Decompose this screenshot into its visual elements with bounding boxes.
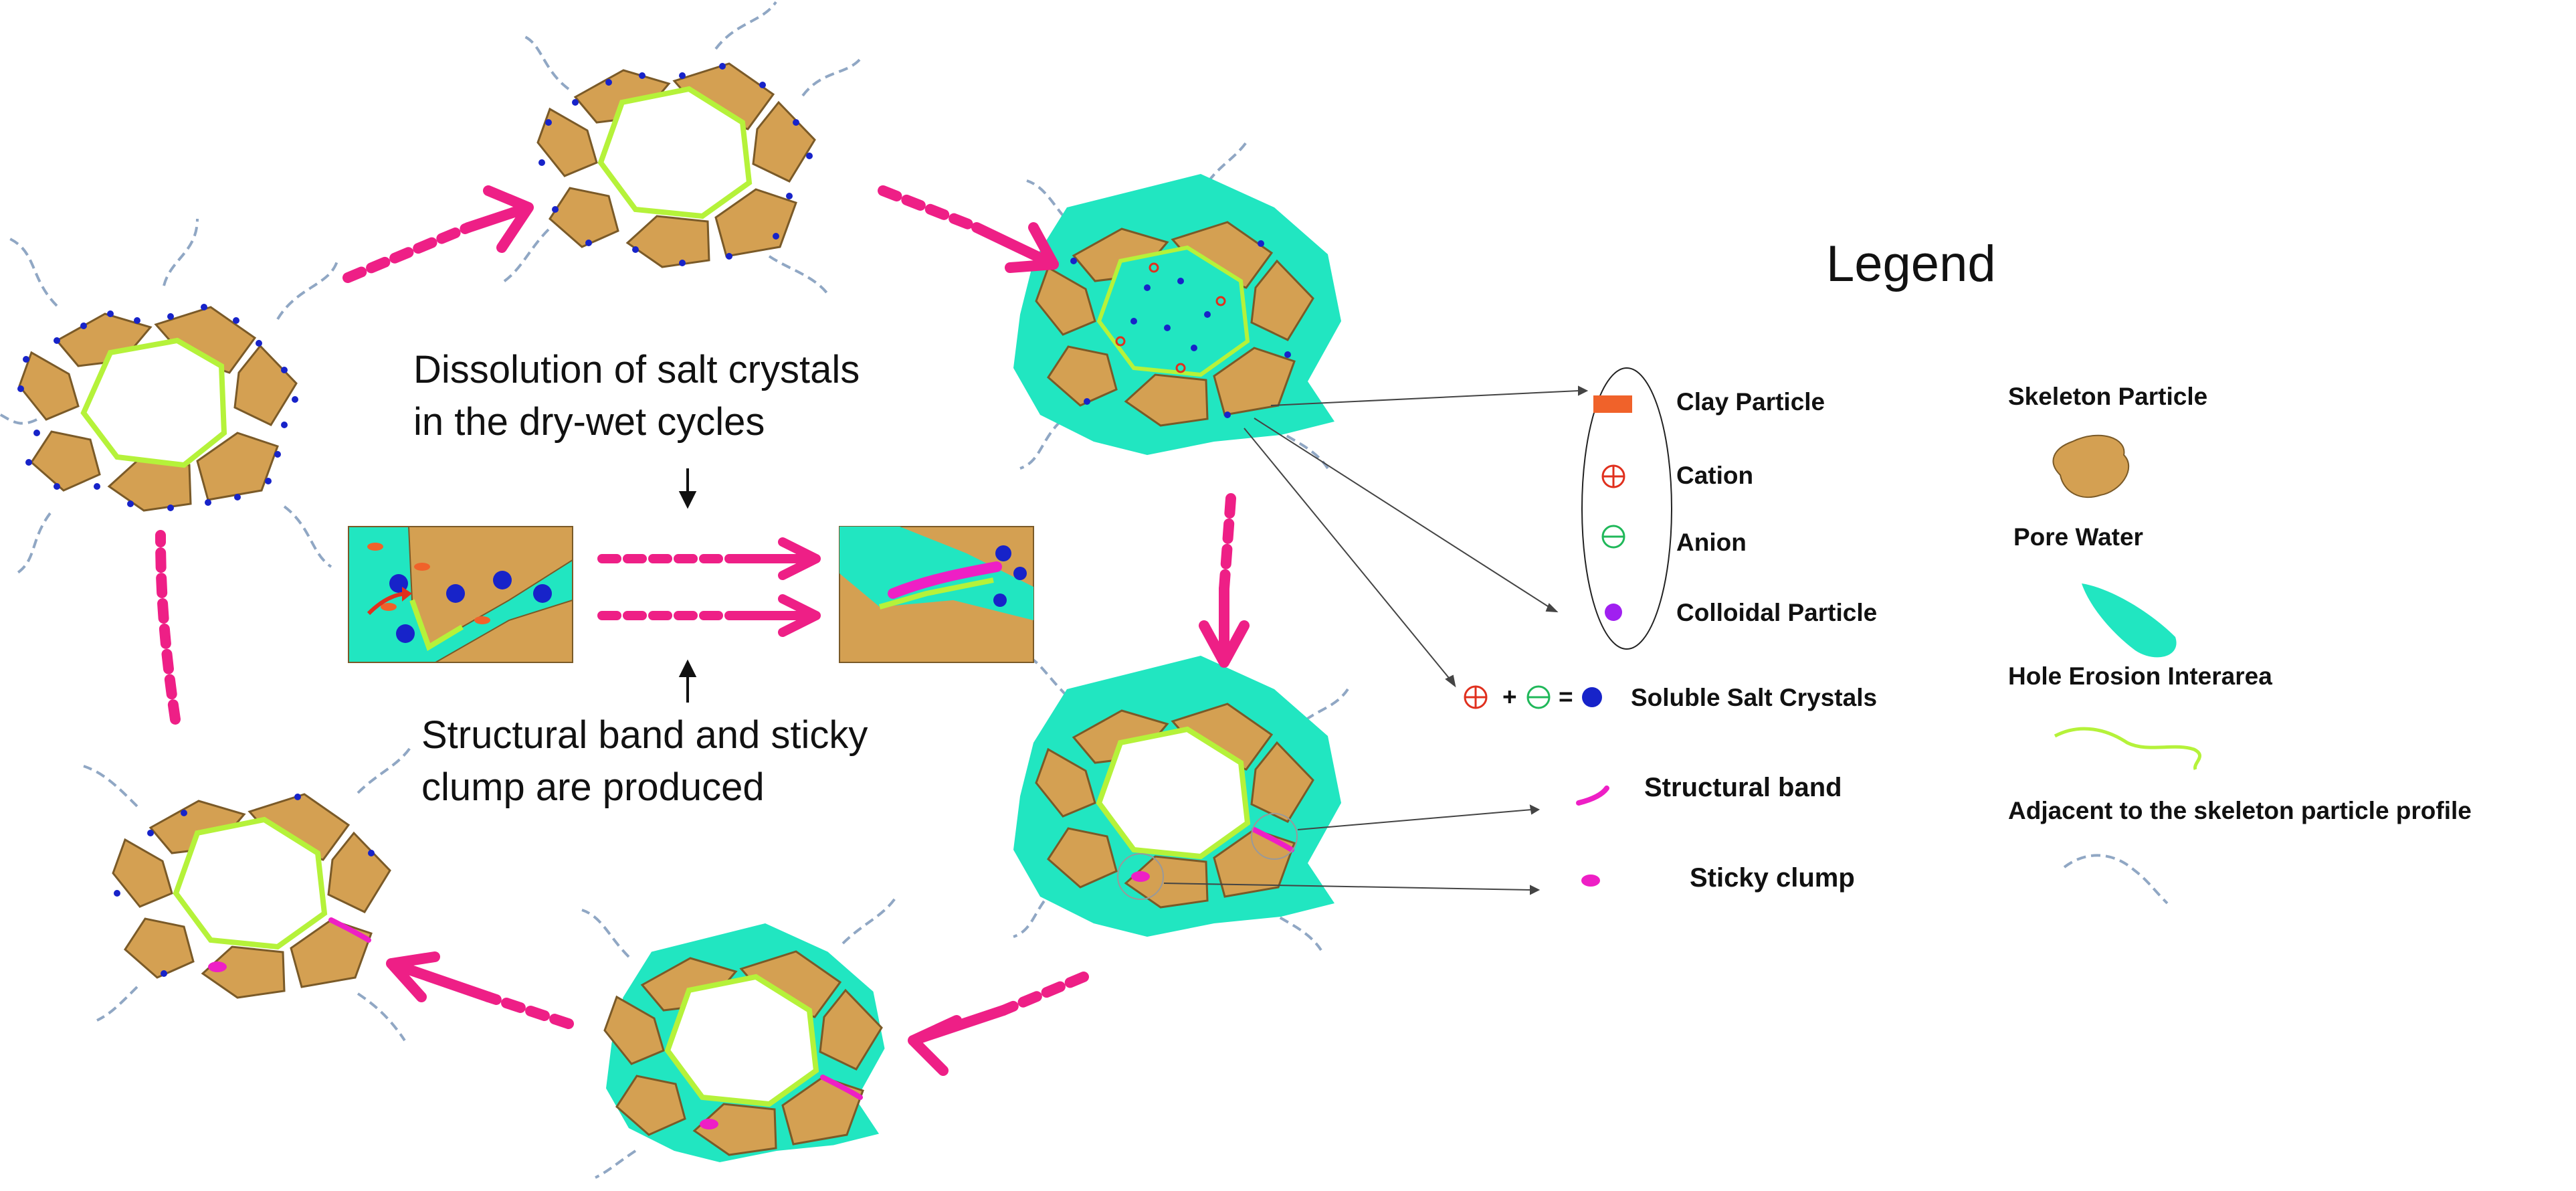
legend-soluble-salt-crystals: Soluble Salt Crystals <box>1631 684 1877 711</box>
cluster-6-cycled <box>83 745 413 1042</box>
arrow-4-to-5 <box>908 972 1089 1076</box>
cluster-5-cracks <box>581 895 898 1179</box>
arrow-5-to-6 <box>386 951 574 1029</box>
cluster-1-pore <box>80 337 227 468</box>
arrow-2-to-3 <box>878 185 1059 273</box>
legend-skeleton-particle: Skeleton Particle <box>2008 383 2207 410</box>
arrow-6-to-1 <box>155 530 181 725</box>
structural-caption-line1: Structural band and sticky <box>421 713 868 757</box>
inset-transition-arrows <box>597 537 821 637</box>
cluster-5-pore <box>664 974 819 1107</box>
anion-icon <box>1601 525 1625 549</box>
arrow-3-to-4 <box>1199 493 1250 668</box>
cluster-1-cracks <box>0 218 339 575</box>
cluster-4-clump-callout-circle <box>1117 853 1164 900</box>
cluster-2-salt-crystals <box>538 63 813 266</box>
skeleton-particle-icon <box>2052 434 2130 498</box>
arrow-1-to-2 <box>342 185 534 283</box>
legend-title: Legend <box>1826 236 1996 292</box>
legend-colloidal-particle: Colloidal Particle <box>1676 599 1877 626</box>
cluster-4-structural-band <box>1252 827 1294 852</box>
legend-anion: Anion <box>1676 529 1747 556</box>
down-arrow-indicator <box>678 468 697 509</box>
cluster-3-salt-crystals <box>1070 240 1291 418</box>
cluster-4-pore <box>1096 726 1251 860</box>
cluster-3-cations <box>1115 262 1226 373</box>
cluster-4-sticky-clump <box>1131 871 1150 882</box>
cluster-1-initial <box>0 218 339 575</box>
cluster-2-wet <box>500 1 864 298</box>
dissolution-caption-line2: in the dry-wet cycles <box>413 400 765 444</box>
cation-icon <box>1601 464 1625 488</box>
cluster-6-structural-band <box>328 917 371 943</box>
cluster-6-pore <box>173 816 328 950</box>
cluster-3-saturated <box>1013 139 1341 470</box>
cluster-2-cracks <box>500 1 864 298</box>
legend-clay-particle: Clay Particle <box>1676 388 1825 416</box>
cycle-arrows <box>155 185 1250 1076</box>
up-arrow-indicator <box>678 659 697 703</box>
legend-structural-band: Structural band <box>1644 773 1842 802</box>
cluster-6-cracks <box>83 745 413 1042</box>
salt-crystal-icon <box>1582 687 1602 707</box>
inset-after <box>839 526 1034 663</box>
equation-plus: + <box>1502 683 1517 711</box>
cluster-3-pore-filled <box>1096 245 1250 377</box>
sticky-clump-icon <box>1581 875 1600 887</box>
anion-icon-equation <box>1526 685 1551 709</box>
cluster-6-salt-crystals <box>114 794 375 977</box>
cluster-4-drying <box>1013 654 1349 951</box>
cluster-4-band-callout-circle <box>1251 813 1298 860</box>
colloidal-particle-icon <box>1605 604 1622 621</box>
legend-sticky-clump: Sticky clump <box>1690 863 1855 893</box>
legend-hole-erosion-interarea: Hole Erosion Interarea <box>2008 662 2272 690</box>
pore-water-icon <box>2082 583 2177 658</box>
equation-equals: = <box>1559 683 1573 711</box>
legend-adjacent-profile: Adjacent to the skeleton particle profil… <box>2008 797 2472 824</box>
clay-particle-icon <box>1593 395 1632 413</box>
structural-band-icon <box>1576 786 1609 806</box>
dissolution-caption-line1: Dissolution of salt crystals <box>413 348 860 391</box>
legend-pointer-lines <box>1163 385 1589 895</box>
hole-erosion-icon <box>2054 727 2201 770</box>
cluster-2-pore <box>597 86 753 219</box>
legend-cation: Cation <box>1676 462 1753 489</box>
cluster-6-sticky-clump <box>208 961 227 972</box>
cluster-5-dried <box>581 895 898 1179</box>
inset-before <box>348 526 573 663</box>
cluster-5-structural-band <box>820 1075 863 1100</box>
adjacent-profile-icon <box>2063 854 2169 905</box>
legend-pore-water: Pore Water <box>2013 523 2143 551</box>
cluster-5-sticky-clump <box>700 1119 718 1129</box>
structural-caption-line2: clump are produced <box>421 765 765 809</box>
cluster-1-salt-crystals <box>17 304 298 511</box>
cation-icon-equation <box>1464 685 1488 709</box>
legend-grouping-ellipse <box>1581 367 1672 650</box>
